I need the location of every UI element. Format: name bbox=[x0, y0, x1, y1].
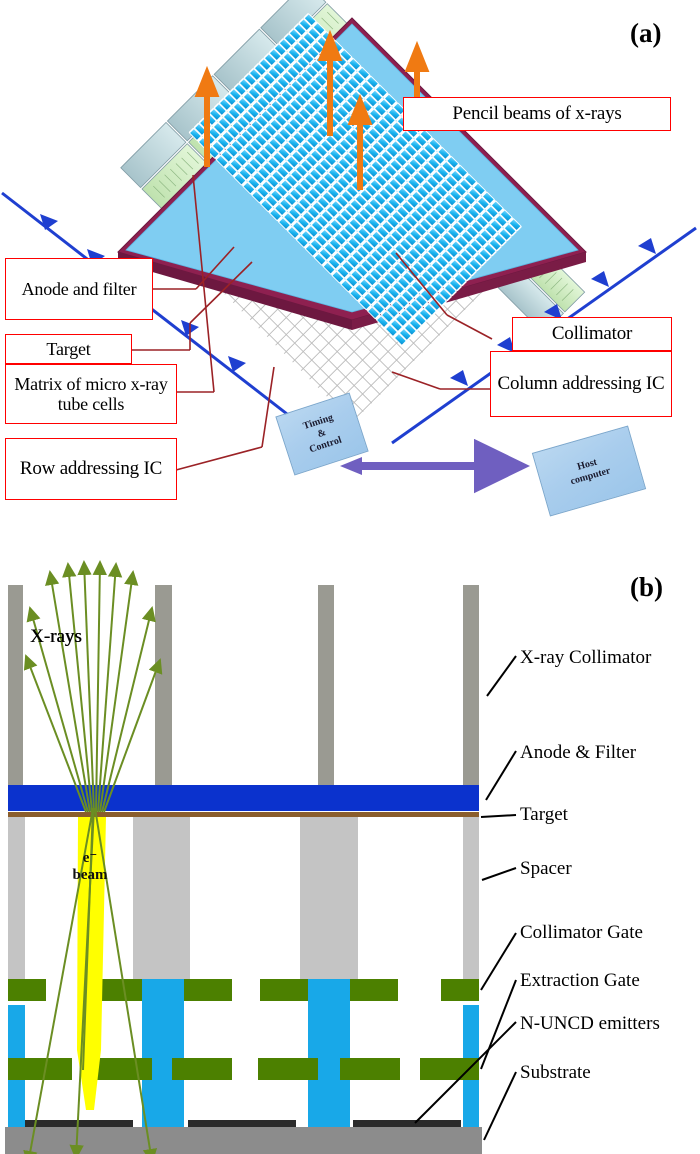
label-n-uncd-emitters: N-UNCD emitters bbox=[520, 1013, 660, 1034]
n-uncd-emitter-strip-1 bbox=[25, 1120, 133, 1127]
extraction-gate-4 bbox=[258, 1058, 318, 1080]
label-extraction-gate: Extraction Gate bbox=[520, 970, 640, 991]
extraction-gate-3 bbox=[172, 1058, 232, 1080]
label-anode-and-filter: Anode & Filter bbox=[520, 742, 637, 763]
collimator-gate-1 bbox=[8, 979, 46, 1001]
timing-control-line3: Control bbox=[308, 434, 343, 456]
callout-matrix-of-micro-x-ray-tube-cells: Matrix of micro x-ray tube cells bbox=[5, 364, 177, 424]
x-rays-label: X-rays bbox=[30, 626, 82, 647]
label-collimator-gate: Collimator Gate bbox=[520, 922, 643, 943]
xray-fan bbox=[23, 560, 163, 813]
e-beam-word: beam bbox=[72, 867, 108, 884]
host-comm-arrow bbox=[340, 438, 530, 494]
callout-collimator: Collimator bbox=[512, 317, 672, 351]
label-spacer: Spacer bbox=[520, 858, 572, 879]
callout-pencil-beams: Pencil beams of x-rays bbox=[403, 97, 671, 131]
xray-collimator-bar-4 bbox=[463, 585, 479, 785]
spacer-3 bbox=[300, 817, 358, 979]
panel-b: X-rays e⁻ beam (b) X-ray Collimator Anod… bbox=[0, 550, 700, 1154]
target-layer bbox=[8, 812, 479, 817]
callout-column-addressing-ic: Column addressing IC bbox=[490, 351, 672, 417]
collimator-gate-4 bbox=[260, 979, 308, 1001]
collimator-gate-3 bbox=[184, 979, 232, 1001]
n-uncd-emitter-strip-2 bbox=[188, 1120, 296, 1127]
panel-a-graphics bbox=[1, 0, 697, 494]
collimator-gate-2 bbox=[93, 979, 142, 1001]
panel-a-leader-lines bbox=[130, 174, 493, 471]
panel-b-beams bbox=[23, 560, 163, 1154]
e-beam-label: e⁻ beam bbox=[62, 850, 118, 885]
spacer-4 bbox=[463, 817, 479, 979]
e-beam-symbol: e⁻ bbox=[82, 850, 98, 866]
xray-collimator-bar-2 bbox=[155, 585, 172, 785]
label-target: Target bbox=[520, 804, 568, 825]
panel-b-letter: (b) bbox=[630, 572, 663, 602]
callout-anode-and-filter: Anode and filter bbox=[5, 258, 153, 320]
extraction-gate-5 bbox=[340, 1058, 400, 1080]
extraction-gate-1 bbox=[8, 1058, 72, 1080]
callout-target: Target bbox=[5, 334, 132, 364]
panel-b-leader-lines bbox=[414, 655, 517, 1141]
label-x-ray-collimator: X-ray Collimator bbox=[520, 647, 652, 668]
collimator-gate-5 bbox=[350, 979, 398, 1001]
collimator-gate-6 bbox=[441, 979, 479, 1001]
panel-a: (a) Pencil beams of x-rays Anode and fil… bbox=[0, 0, 700, 550]
spacer-2 bbox=[133, 817, 190, 979]
micro-xray-tube-matrix bbox=[117, 13, 587, 346]
panel-a-letter: (a) bbox=[630, 18, 662, 48]
n-uncd-emitter-strip-3 bbox=[353, 1120, 461, 1127]
callout-row-addressing-ic: Row addressing IC bbox=[5, 438, 177, 500]
spacer-1 bbox=[8, 817, 25, 979]
xray-collimator-bar-3 bbox=[318, 585, 334, 785]
electron-trajectories-inner bbox=[82, 807, 94, 1071]
xray-collimator-bar-1 bbox=[8, 585, 23, 785]
label-substrate: Substrate bbox=[520, 1062, 591, 1083]
